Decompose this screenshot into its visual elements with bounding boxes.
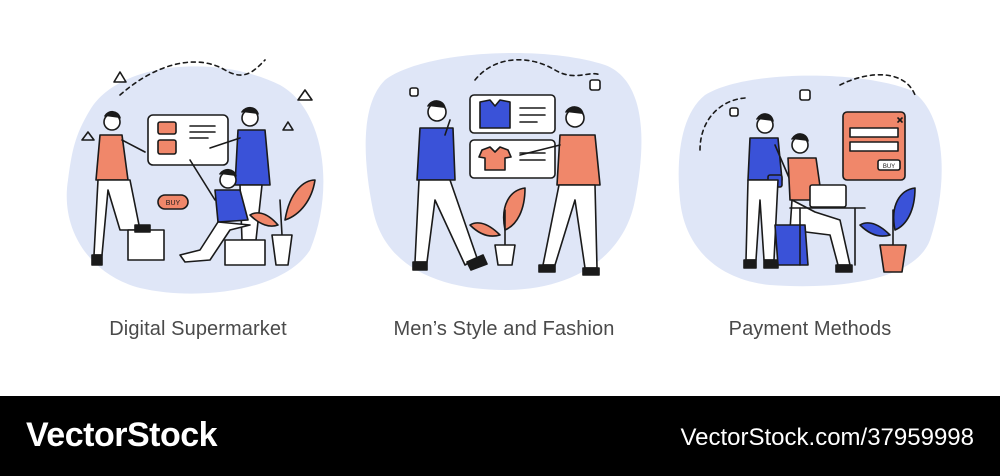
plant-pot [879,244,907,273]
triangle-decoration [81,131,95,141]
man-shirt [747,137,783,181]
tshirt-card [469,139,556,179]
man-shirt [95,134,129,181]
step-box [127,229,165,261]
plant-leaf [249,212,279,227]
caption-payment-methods: Payment Methods [728,318,892,340]
illustration-stage: BUY [50,40,960,340]
plant-leaf [469,222,501,237]
digital-supermarket-illustration: BUY [50,40,350,310]
man-shirt [214,189,249,223]
dashed-curve [474,59,601,81]
chair [774,224,809,266]
plant-leaf [284,179,316,221]
seat-box [224,239,266,266]
jacket-icon [479,99,511,129]
buy-button [157,194,189,210]
tshirt-icon [478,146,512,171]
plant-leaf [859,222,891,237]
triangle-decoration [282,121,294,131]
dashed-curve [839,74,916,96]
square-decoration [409,87,419,97]
caption-mens-fashion: Men’s Style and Fashion [393,318,615,340]
watermark-footer: VectorStock VectorStock.com/37959998 [0,396,1000,476]
payment-methods-illustration: BUY [660,40,960,310]
basket-icon [157,121,177,135]
payment-buy-label: BUY [883,164,895,170]
password-field [849,141,899,152]
mens-fashion-illustration [355,40,655,310]
brand-logo[interactable]: VectorStock [26,416,218,454]
buy-button-label: BUY [166,200,181,207]
triangle-decoration [297,89,313,101]
payment-buy-button [877,159,901,171]
man-shirt [234,129,271,186]
card-number-field [849,127,899,138]
plant-pot [271,234,293,266]
plant-pot [494,244,516,266]
triangle-decoration [113,71,127,83]
coin-icon [157,139,177,155]
man-shirt [416,127,456,181]
square-decoration [589,79,601,91]
laptop [809,184,847,208]
stock-url[interactable]: VectorStock.com/37959998 [680,424,974,451]
caption-digital-supermarket: Digital Supermarket [109,318,287,340]
square-decoration [729,107,739,117]
square-decoration [799,89,811,101]
dashed-curve [699,97,746,151]
plant-leaf [893,187,916,231]
man-shirt [556,134,601,186]
dashed-curve [119,59,266,96]
